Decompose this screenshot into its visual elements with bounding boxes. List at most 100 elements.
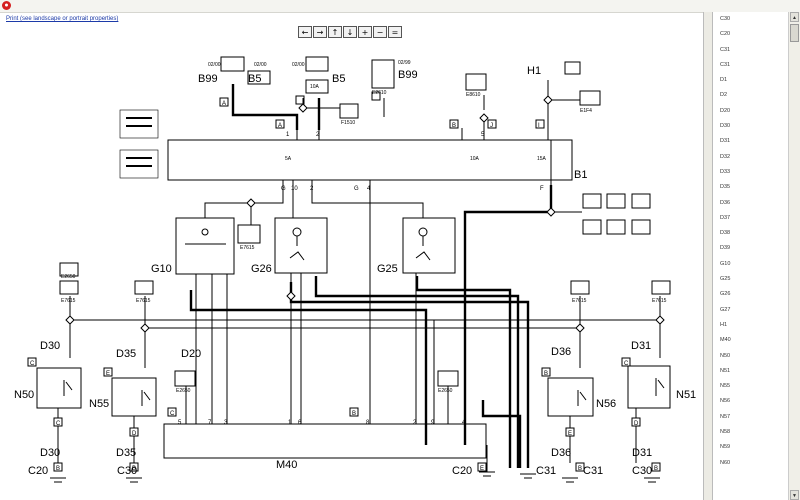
label-m40: M40 — [276, 459, 297, 471]
sidebar-item[interactable]: D38 — [720, 230, 731, 237]
arrow-right-icon[interactable]: → — [313, 26, 327, 38]
scroll-thumb[interactable] — [790, 24, 799, 42]
pin-c-3: C — [56, 421, 61, 427]
n56-box — [547, 377, 594, 417]
pin-m40-2: 2 — [413, 420, 417, 426]
label-d36-top: D36 — [551, 346, 571, 358]
arrow-up-icon[interactable]: ↑ — [328, 26, 342, 38]
sidebar-item[interactable]: M40 — [720, 337, 731, 344]
label-b1: B1 — [574, 169, 587, 181]
zoom-in-icon[interactable]: + — [358, 26, 372, 38]
app-icon[interactable]: ● — [2, 1, 11, 10]
label-d35-bottom: D35 — [116, 447, 136, 459]
sidebar-item[interactable]: G26 — [720, 291, 731, 298]
m40-box — [163, 423, 487, 459]
h1-box — [564, 61, 581, 75]
scroll-up-icon[interactable]: ▲ — [790, 12, 799, 22]
print-link[interactable]: Print (see landscape or portrait propert… — [6, 16, 119, 22]
label-c31-a: C31 — [536, 465, 556, 477]
fuse-10a-b5: 10A — [310, 84, 320, 90]
sidebar-item[interactable]: D30 — [720, 123, 731, 130]
b5-fuse-mid — [305, 56, 329, 72]
sidebar-item[interactable]: G25 — [720, 276, 731, 283]
sidebar-item[interactable]: H1 — [720, 321, 728, 328]
sidebar-item[interactable]: D35 — [720, 184, 731, 191]
sidebar-item[interactable]: D2 — [720, 92, 728, 99]
sidebar-item[interactable]: G10 — [720, 260, 731, 267]
lamp-icon-3 — [631, 193, 651, 209]
b5-fuse-left — [247, 70, 271, 85]
label-d36-bottom: D36 — [551, 447, 571, 459]
arrow-left-icon[interactable]: ← — [298, 26, 312, 38]
pin-a: A — [222, 101, 226, 107]
sidebar-item[interactable]: C30 — [720, 16, 731, 22]
pin-m40-1: 1 — [288, 420, 292, 426]
zoom-out-icon[interactable]: − — [373, 26, 387, 38]
pin-10: 10 — [291, 186, 298, 192]
sidebar-item[interactable]: N51 — [720, 367, 731, 374]
label-d31-top: D31 — [631, 340, 651, 352]
sidebar-item[interactable]: C20 — [720, 31, 731, 38]
fuse-10a: 10A — [470, 156, 480, 162]
pin-m40-8: 8 — [366, 420, 370, 426]
pin-c: C — [30, 361, 35, 367]
sidebar-item[interactable]: D33 — [720, 168, 731, 175]
lamp-icon-1 — [582, 193, 602, 209]
pin-e-2: E — [568, 431, 572, 437]
lamp-icon-6 — [631, 219, 651, 235]
pin-c-2: C — [624, 361, 629, 367]
sidebar-item[interactable]: D20 — [720, 107, 731, 114]
e2650-icon-m40-left — [174, 370, 196, 387]
code-e2650-2: E2650 — [176, 388, 191, 394]
sidebar-item[interactable]: N59 — [720, 444, 731, 451]
code-e2610: E2610 — [372, 90, 387, 96]
pin-e: E — [106, 371, 110, 377]
b99-fuse-left — [220, 56, 245, 72]
sidebar-item[interactable]: C31 — [720, 61, 731, 68]
sidebar-scrollbar[interactable]: ▲ ▼ — [788, 12, 800, 500]
sidebar-item[interactable]: D31 — [720, 138, 731, 145]
label-d30-bottom: D30 — [40, 447, 60, 459]
pin-b-c30r: B — [654, 466, 658, 472]
sidebar-item[interactable]: D1 — [720, 77, 728, 84]
sidebar-item[interactable]: N56 — [720, 398, 731, 405]
code-e7615-2: E7615 — [136, 298, 151, 304]
pin-b: B — [452, 123, 456, 129]
pin-e-c20: E — [480, 466, 484, 472]
pin-m40-3: 3 — [224, 420, 228, 426]
sidebar-item[interactable]: N57 — [720, 413, 731, 420]
code-f1510: F1510 — [341, 120, 355, 126]
label-g25: G25 — [377, 263, 398, 275]
pin-4: 4 — [367, 186, 371, 192]
code-e7615-3: E7615 — [572, 298, 587, 304]
fit-icon[interactable]: = — [388, 26, 402, 38]
sidebar-item[interactable]: N50 — [720, 352, 731, 359]
pin-g: G — [281, 186, 286, 192]
sidebar-item[interactable]: G27 — [720, 306, 731, 313]
label-n51: N51 — [676, 389, 696, 401]
sidebar-item[interactable]: D32 — [720, 153, 731, 160]
sidebar-item[interactable]: N58 — [720, 429, 731, 436]
sidebar-item[interactable]: N60 — [720, 459, 731, 466]
fuse-5a: 5A — [285, 156, 292, 162]
g25-box — [402, 217, 456, 274]
pin-5: 5 — [481, 132, 485, 138]
label-c30-right: C30 — [632, 465, 652, 477]
label-d30-top: D30 — [40, 340, 60, 352]
sidebar-item[interactable]: D37 — [720, 214, 731, 221]
splitter-bar[interactable] — [703, 12, 713, 500]
sidebar-item[interactable]: D36 — [720, 199, 731, 206]
lamp-icon-4 — [582, 219, 602, 235]
g26-box — [274, 217, 328, 274]
scroll-down-icon[interactable]: ▼ — [790, 490, 799, 500]
sidebar-item[interactable]: N55 — [720, 383, 731, 390]
label-n55: N55 — [89, 398, 109, 410]
arrow-down-icon[interactable]: ↓ — [343, 26, 357, 38]
e2650-box — [237, 224, 261, 244]
sidebar-item[interactable]: D39 — [720, 245, 731, 252]
label-h1: H1 — [527, 65, 541, 77]
sidebar-item[interactable]: C31 — [720, 46, 731, 53]
code-e7615-4: E7615 — [652, 298, 667, 304]
nav-toolbar: ← → ↑ ↓ + − = — [298, 26, 402, 39]
